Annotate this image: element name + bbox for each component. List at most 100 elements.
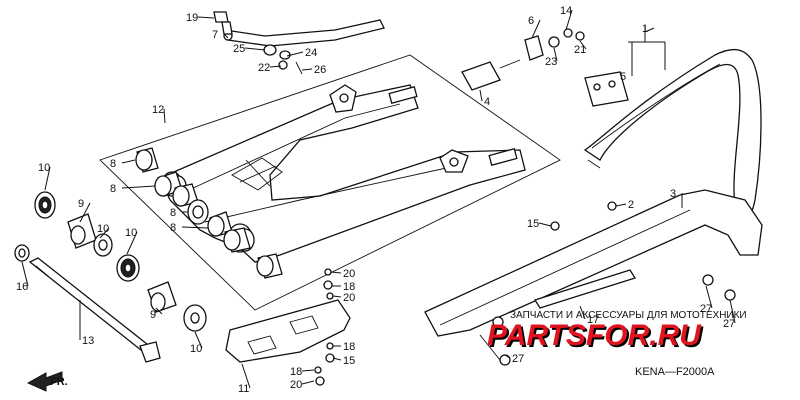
leader-line [332, 295, 342, 298]
bearing-10-a [34, 191, 56, 219]
leader-line [155, 307, 163, 315]
callout-3: 3 [670, 188, 676, 200]
callout-10: 10 [125, 227, 137, 239]
callout-2: 2 [628, 199, 634, 211]
master-link-5 [584, 71, 629, 107]
adjuster-4 [461, 59, 521, 91]
bolt-19 [213, 11, 233, 35]
leader-line [163, 108, 166, 124]
callout-15: 15 [527, 218, 539, 230]
leader-line [79, 202, 91, 223]
nut-16 [14, 244, 30, 262]
bearing-10-c [116, 254, 140, 282]
callout-10: 10 [190, 343, 202, 355]
callout-9: 9 [150, 309, 156, 321]
bushing-8-d [187, 199, 209, 225]
callout-23: 23 [545, 56, 557, 68]
callout-16: 16 [16, 281, 28, 293]
leader-line [301, 68, 313, 71]
callout-14: 14 [560, 5, 572, 17]
callout-10: 10 [97, 223, 109, 235]
pivot-bolt-13 [28, 257, 161, 363]
callout-22: 22 [258, 62, 270, 74]
callout-20: 20 [290, 379, 302, 391]
leader-line [223, 33, 229, 39]
stay-7 [223, 19, 385, 47]
callout-18: 18 [343, 281, 355, 293]
leader-line [121, 159, 136, 164]
callout-25: 25 [233, 43, 245, 55]
washer-17 [702, 274, 714, 286]
bushing-8-c [172, 183, 199, 207]
callout-15: 15 [343, 355, 355, 367]
callout-17: 17 [587, 314, 599, 326]
washer-10-d [183, 304, 207, 332]
leader-line [244, 47, 266, 51]
callout-18: 18 [343, 341, 355, 353]
leader-line [579, 40, 587, 50]
bushing-8-f [223, 227, 251, 253]
callout-12: 12 [152, 104, 164, 116]
callout-bracket-1 [628, 25, 666, 70]
watermark-tagline: ЗАПЧАСТИ И АКСЕССУАРЫ ДЛЯ МОТОТЕХНИКИ [510, 310, 747, 321]
leader-line [579, 305, 586, 320]
leader-line [565, 9, 573, 31]
callout-26: 26 [314, 64, 326, 76]
callout-11: 11 [238, 383, 249, 395]
leader-line [269, 65, 282, 68]
bolt-18-20-set [314, 268, 335, 386]
callout-27: 27 [512, 353, 524, 365]
leader-line [241, 363, 251, 389]
collar-9-a [67, 213, 97, 249]
leader-lines [21, 9, 736, 389]
leader-line [286, 51, 304, 57]
leader-line [181, 226, 209, 229]
grommets-15 [550, 201, 617, 231]
leader-line [21, 261, 29, 287]
callout-20: 20 [343, 292, 355, 304]
bushing-8-a [135, 147, 159, 173]
leader-line [126, 231, 138, 255]
callout-21: 21 [574, 44, 586, 56]
leader-line [479, 89, 483, 102]
swingarm-group-frame [99, 54, 561, 311]
callout-4: 4 [484, 96, 490, 108]
callout-19: 19 [186, 12, 198, 24]
leader-line [44, 166, 51, 191]
hardware-25-24-22-26 [263, 44, 303, 75]
nuts-14-21-23 [548, 28, 585, 48]
callout-13: 13 [82, 335, 94, 347]
callout-20: 20 [343, 268, 355, 280]
leader-line [729, 299, 736, 324]
callout-1: 1 [642, 23, 648, 35]
leader-line [99, 227, 110, 239]
bushing-8-g [256, 253, 283, 279]
leader-line [121, 185, 156, 189]
leader-line [301, 369, 315, 372]
callout-8: 8 [110, 183, 116, 195]
callout-27: 27 [700, 303, 712, 315]
callout-8: 8 [170, 207, 176, 219]
leader-line [531, 19, 541, 39]
washer-10-b [93, 233, 113, 257]
leader-line [538, 222, 552, 227]
watermark-brand-shadow: PARTSFOR.RU [489, 321, 704, 354]
callout-9: 9 [78, 198, 84, 210]
callout-27: 27 [723, 318, 735, 330]
leader-line [197, 16, 215, 19]
bushing-8-e [207, 211, 233, 237]
chain-case-2 [424, 189, 763, 361]
leader-line [504, 354, 511, 359]
leader-line [705, 285, 713, 309]
leader-line [553, 47, 558, 62]
callout-8: 8 [170, 222, 176, 234]
callout-24: 24 [305, 47, 317, 59]
front-arrow-icon [26, 371, 63, 392]
callout-6: 6 [528, 15, 534, 27]
collar-9-b [147, 281, 177, 313]
leader-line [615, 203, 627, 207]
callout-8: 8 [110, 158, 116, 170]
